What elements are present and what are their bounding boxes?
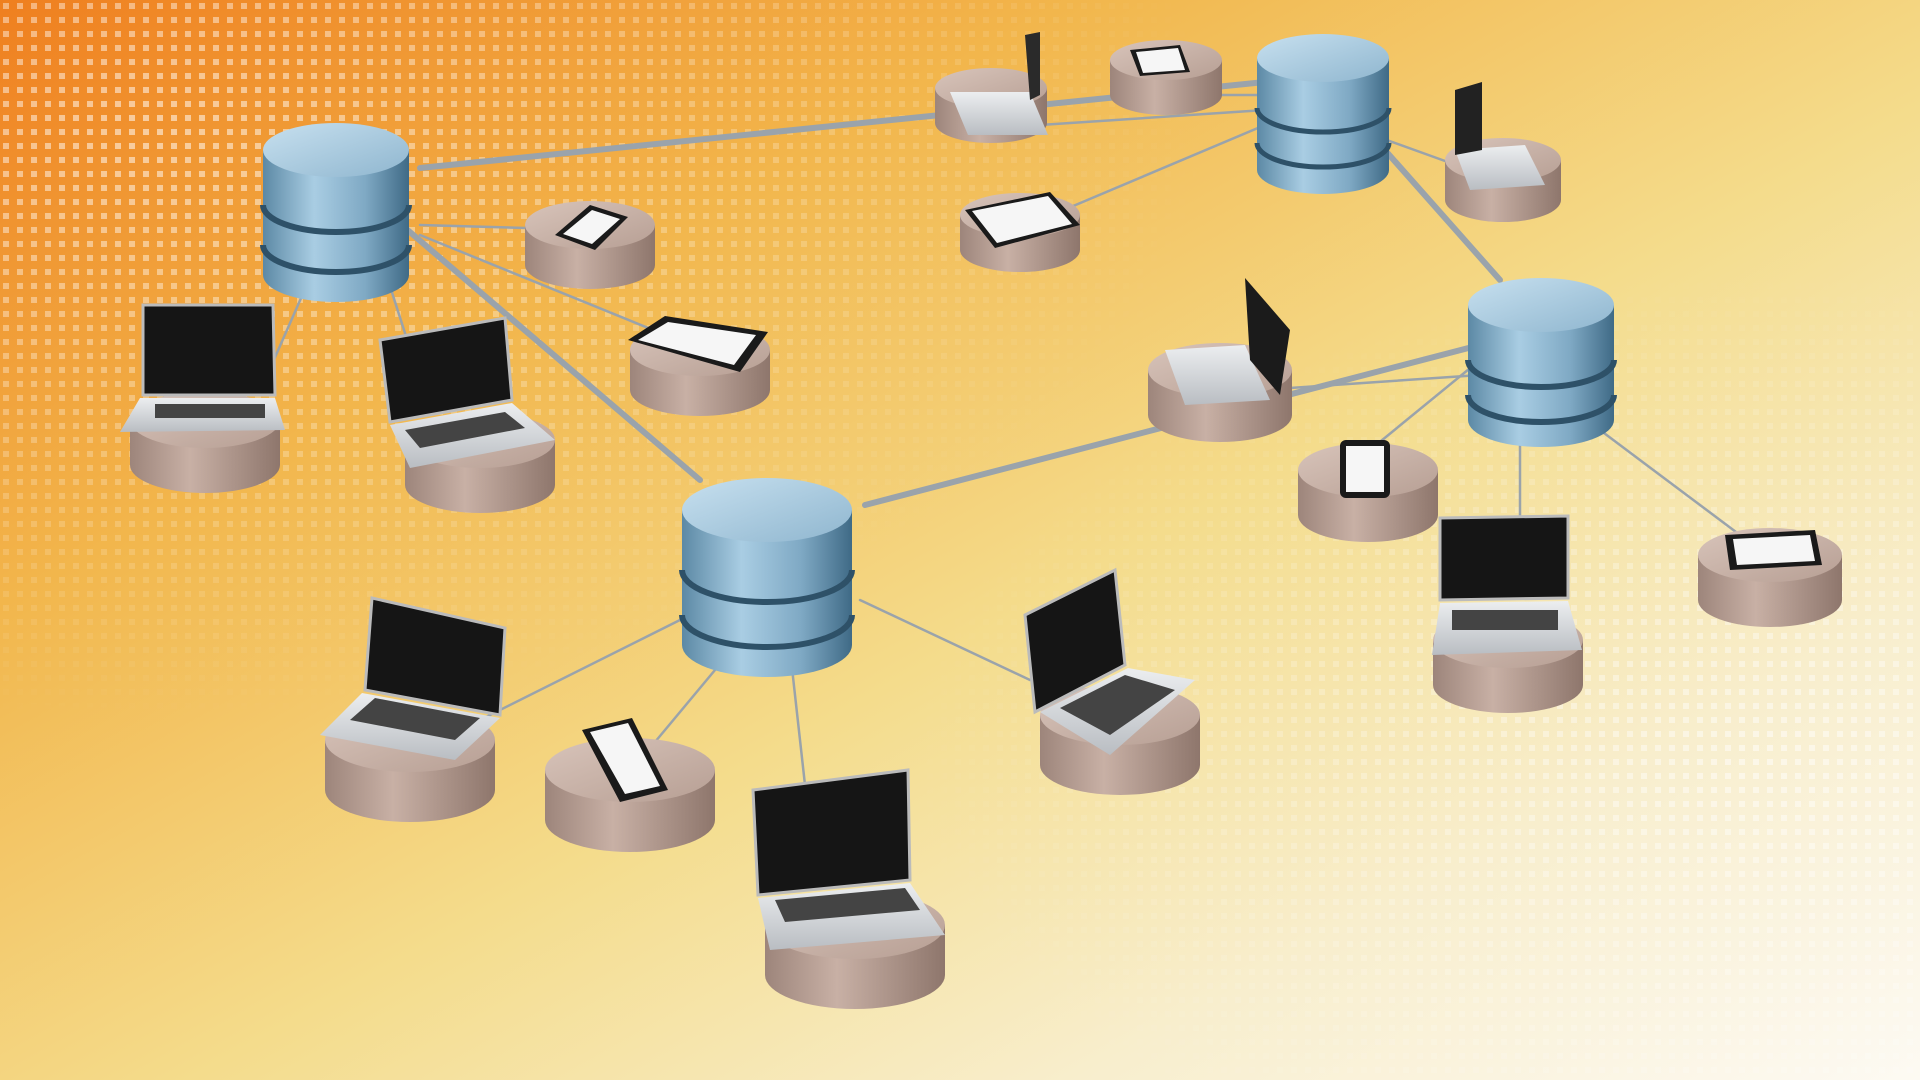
phone xyxy=(555,205,628,250)
phone xyxy=(1725,530,1822,570)
laptop xyxy=(320,596,507,760)
cable-link xyxy=(387,212,703,483)
server-top-left xyxy=(260,123,412,302)
laptop xyxy=(1165,278,1290,405)
laptop xyxy=(1455,82,1545,190)
pedestal xyxy=(545,738,715,852)
laptop xyxy=(1023,567,1195,755)
laptop xyxy=(120,303,285,432)
phone xyxy=(1340,440,1390,498)
pedestal xyxy=(525,201,655,289)
devices xyxy=(120,32,1822,950)
server-center xyxy=(679,478,855,677)
laptop xyxy=(751,768,945,950)
phone xyxy=(582,718,668,802)
tablet xyxy=(628,316,768,372)
laptop xyxy=(378,316,555,468)
server-middle-right xyxy=(1465,278,1617,447)
laptop xyxy=(1432,514,1582,655)
tablet xyxy=(965,192,1080,248)
server-top-right xyxy=(1254,34,1392,194)
servers xyxy=(260,34,1617,677)
laptop xyxy=(950,32,1048,135)
tablet xyxy=(1130,45,1190,76)
